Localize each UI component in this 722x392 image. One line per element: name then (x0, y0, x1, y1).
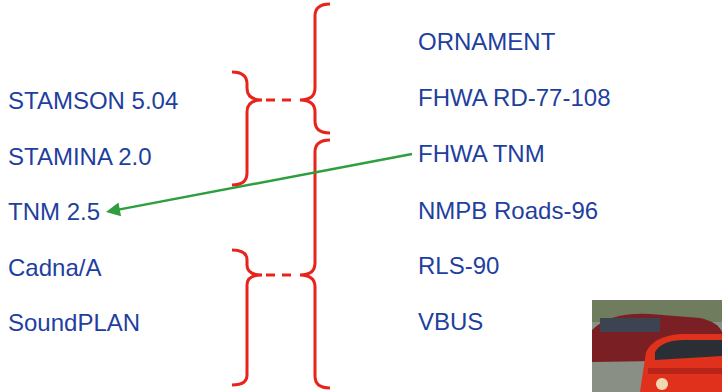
model-name: RLS-90 (416, 250, 501, 282)
group-bracket (300, 4, 330, 133)
model-label: VBUS (418, 308, 483, 335)
arrow-connector (106, 154, 412, 216)
model-name: TNM 2.5 (6, 196, 102, 228)
model-label: STAMSON 5.04 (8, 87, 178, 114)
model-name: VBUS (416, 306, 485, 338)
model-name: FHWA RD-77-108 (416, 82, 613, 114)
model-name: FHWA TNM (416, 138, 547, 170)
model-name: ORNAMENT (416, 26, 557, 58)
model-name: STAMINA 2.0 (6, 141, 154, 173)
group-bracket (232, 72, 262, 185)
model-label: Cadna/A (8, 254, 101, 281)
model-name: NMPB Roads-96 (416, 195, 600, 227)
model-label: ORNAMENT (418, 28, 555, 55)
model-label: FHWA RD-77-108 (418, 84, 611, 111)
model-name: Cadna/A (6, 252, 103, 284)
model-name: SoundPLAN (6, 307, 142, 339)
bracket-dash (266, 274, 292, 277)
model-label: TNM 2.5 (8, 198, 100, 225)
group-bracket (300, 140, 330, 388)
car-photo (592, 300, 722, 392)
model-label: FHWA TNM (418, 140, 545, 167)
model-label: STAMINA 2.0 (8, 143, 152, 170)
model-name: STAMSON 5.04 (6, 85, 180, 117)
model-label: RLS-90 (418, 252, 499, 279)
model-label: SoundPLAN (8, 309, 140, 336)
model-label: NMPB Roads-96 (418, 197, 598, 224)
group-bracket (232, 250, 262, 385)
bracket-dash (266, 99, 292, 102)
